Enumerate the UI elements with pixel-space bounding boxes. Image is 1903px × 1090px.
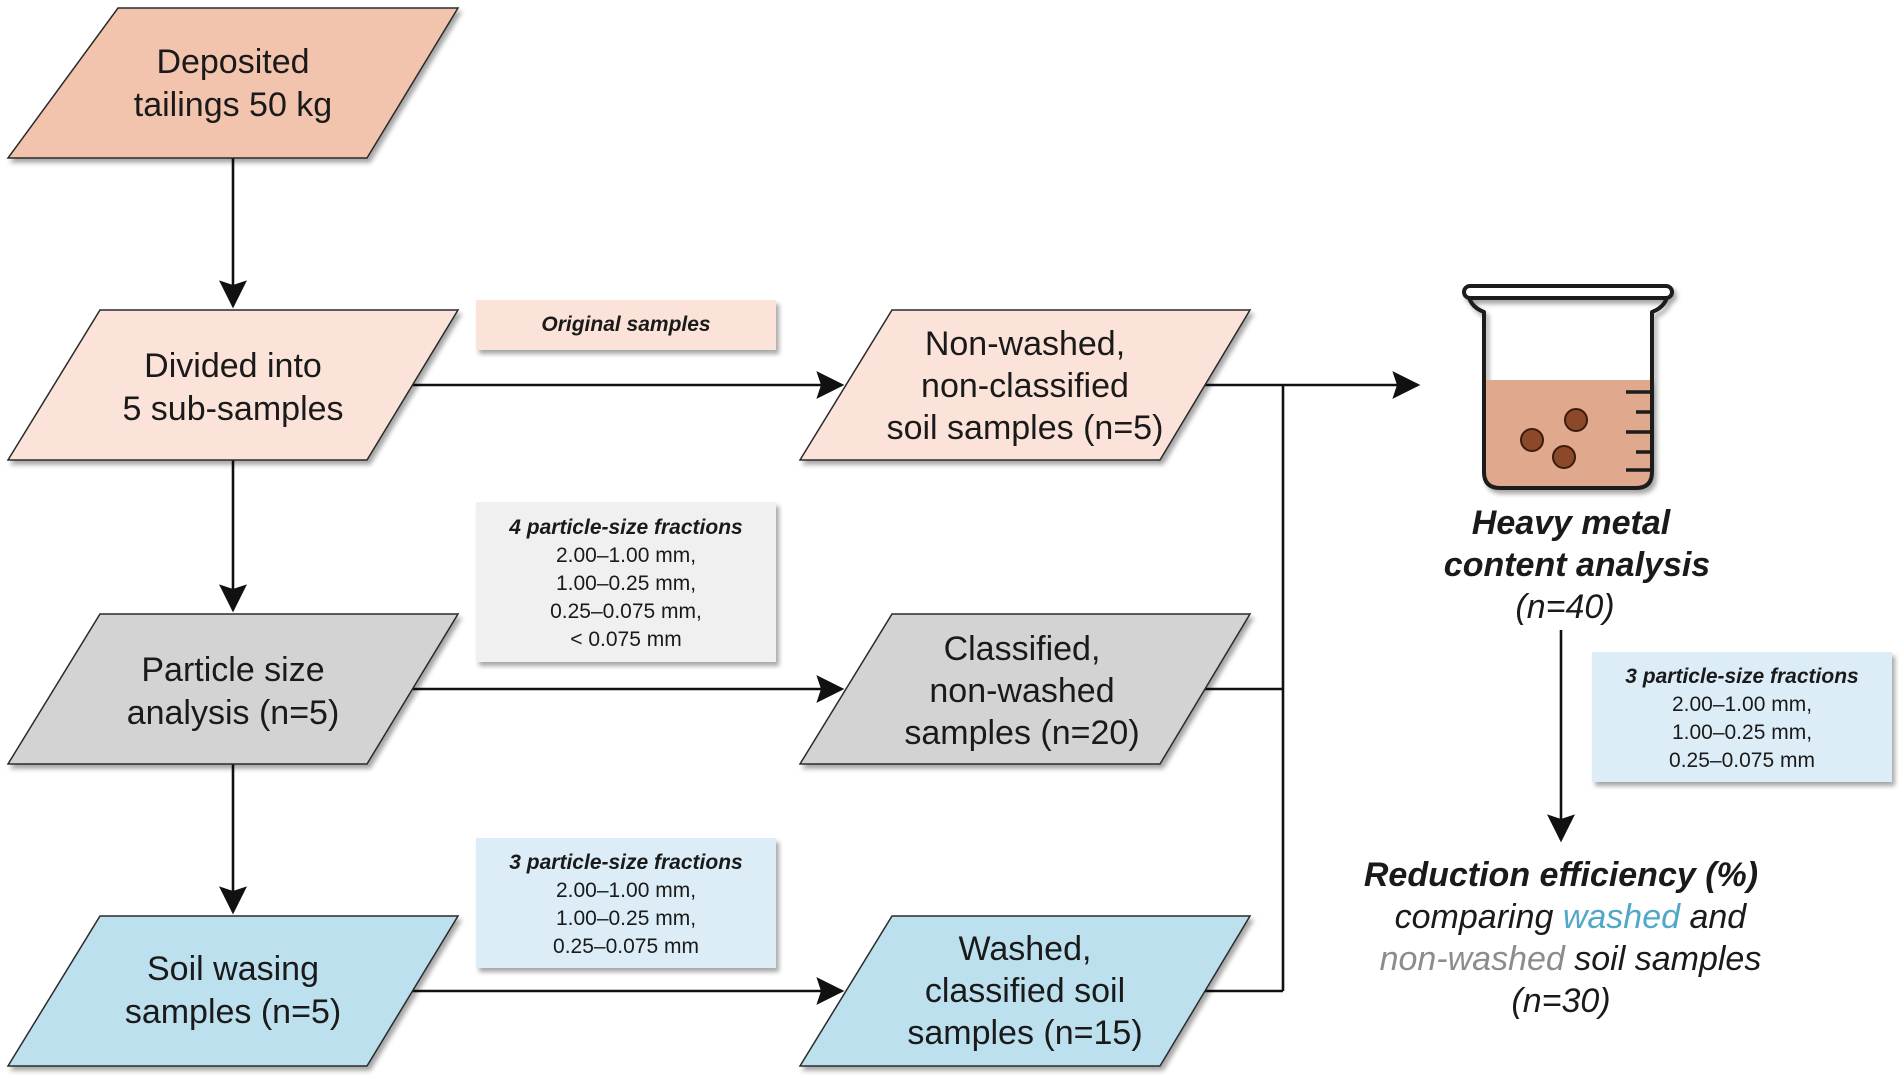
note-four-fractions: 4 particle-size fractions 2.00–1.00 mm, … bbox=[476, 502, 776, 662]
note-three-left-line-1: 2.00–1.00 mm, bbox=[556, 879, 696, 902]
node-washed: Washed, classified soil samples (n=15) bbox=[798, 915, 1252, 1067]
reduction-comparing: comparing bbox=[1395, 898, 1563, 936]
beaker-icon bbox=[1462, 284, 1674, 490]
connectors bbox=[219, 158, 1575, 1005]
note-four-line-1: 2.00–1.00 mm, bbox=[556, 544, 696, 567]
note-three-right-title: 3 particle-size fractions bbox=[1625, 665, 1858, 688]
note-three-left-title: 3 particle-size fractions bbox=[509, 851, 742, 874]
heavy-metal-line-1: Heavy metal bbox=[1472, 504, 1672, 542]
reduction-and: and bbox=[1680, 898, 1747, 936]
note-original-title: Original samples bbox=[541, 313, 710, 336]
reduction-nonwashed-word: non-washed bbox=[1380, 940, 1566, 978]
note-three-left-line-3: 0.25–0.075 mm bbox=[553, 935, 699, 958]
note-three-right-line-3: 0.25–0.075 mm bbox=[1669, 749, 1815, 772]
node-nonwashed: Non-washed, non-classified soil samples … bbox=[798, 309, 1252, 461]
node-particle-size: Particle size analysis (n=5) bbox=[6, 613, 460, 765]
nonwashed-line-1: Non-washed, bbox=[925, 325, 1125, 363]
divided-line-1: Divided into bbox=[144, 347, 322, 385]
reduction-efficiency-label: Reduction efficiency (%) comparing washe… bbox=[1313, 856, 1808, 1020]
classified-line-2: non-washed bbox=[929, 672, 1114, 710]
nonwashed-line-3: soil samples (n=5) bbox=[887, 409, 1164, 447]
note-four-title: 4 particle-size fractions bbox=[508, 516, 742, 539]
classified-line-1: Classified, bbox=[944, 630, 1101, 668]
deposited-line-2: tailings 50 kg bbox=[134, 86, 332, 124]
washed-line-2: classified soil bbox=[925, 972, 1125, 1010]
note-three-left-line-2: 1.00–0.25 mm, bbox=[556, 907, 696, 930]
washed-line-1: Washed, bbox=[959, 930, 1092, 968]
node-deposited: Deposited tailings 50 kg bbox=[6, 7, 460, 159]
heavy-metal-count: (n=40) bbox=[1515, 588, 1614, 626]
heavy-metal-line-2: content analysis bbox=[1444, 546, 1710, 584]
reduction-title: Reduction efficiency (%) bbox=[1364, 856, 1758, 894]
divided-line-2: 5 sub-samples bbox=[122, 390, 343, 428]
reduction-soil-samples: soil samples bbox=[1565, 940, 1762, 978]
washed-line-3: samples (n=15) bbox=[907, 1014, 1142, 1052]
washing-line-2: samples (n=5) bbox=[125, 993, 341, 1031]
deposited-line-1: Deposited bbox=[156, 43, 309, 81]
note-three-fractions-left: 3 particle-size fractions 2.00–1.00 mm, … bbox=[476, 838, 776, 968]
reduction-washed-word: washed bbox=[1563, 898, 1681, 936]
node-soil-washing: Soil wasing samples (n=5) bbox=[6, 915, 460, 1067]
particle-line-2: analysis (n=5) bbox=[127, 694, 340, 732]
note-three-fractions-right: 3 particle-size fractions 2.00–1.00 mm, … bbox=[1592, 652, 1892, 782]
particle-line-1: Particle size bbox=[141, 651, 324, 689]
note-four-line-3: 0.25–0.075 mm, bbox=[550, 600, 702, 623]
note-original-samples: Original samples bbox=[476, 300, 776, 350]
reduction-line-3: non-washed soil samples bbox=[1313, 940, 1808, 978]
node-classified: Classified, non-washed samples (n=20) bbox=[798, 613, 1252, 765]
node-divided: Divided into 5 sub-samples bbox=[6, 309, 460, 461]
nonwashed-line-2: non-classified bbox=[921, 367, 1129, 405]
washing-line-1: Soil wasing bbox=[147, 950, 319, 988]
note-four-line-4: < 0.075 mm bbox=[570, 628, 681, 651]
heavy-metal-label: Heavy metal content analysis (n=40) bbox=[1444, 504, 1710, 626]
note-three-right-line-2: 1.00–0.25 mm, bbox=[1672, 721, 1812, 744]
reduction-line-2: comparing washed and bbox=[1329, 898, 1794, 936]
note-four-line-2: 1.00–0.25 mm, bbox=[556, 572, 696, 595]
classified-line-3: samples (n=20) bbox=[904, 714, 1139, 752]
reduction-count: (n=30) bbox=[1511, 982, 1610, 1020]
note-three-right-line-1: 2.00–1.00 mm, bbox=[1672, 693, 1812, 716]
